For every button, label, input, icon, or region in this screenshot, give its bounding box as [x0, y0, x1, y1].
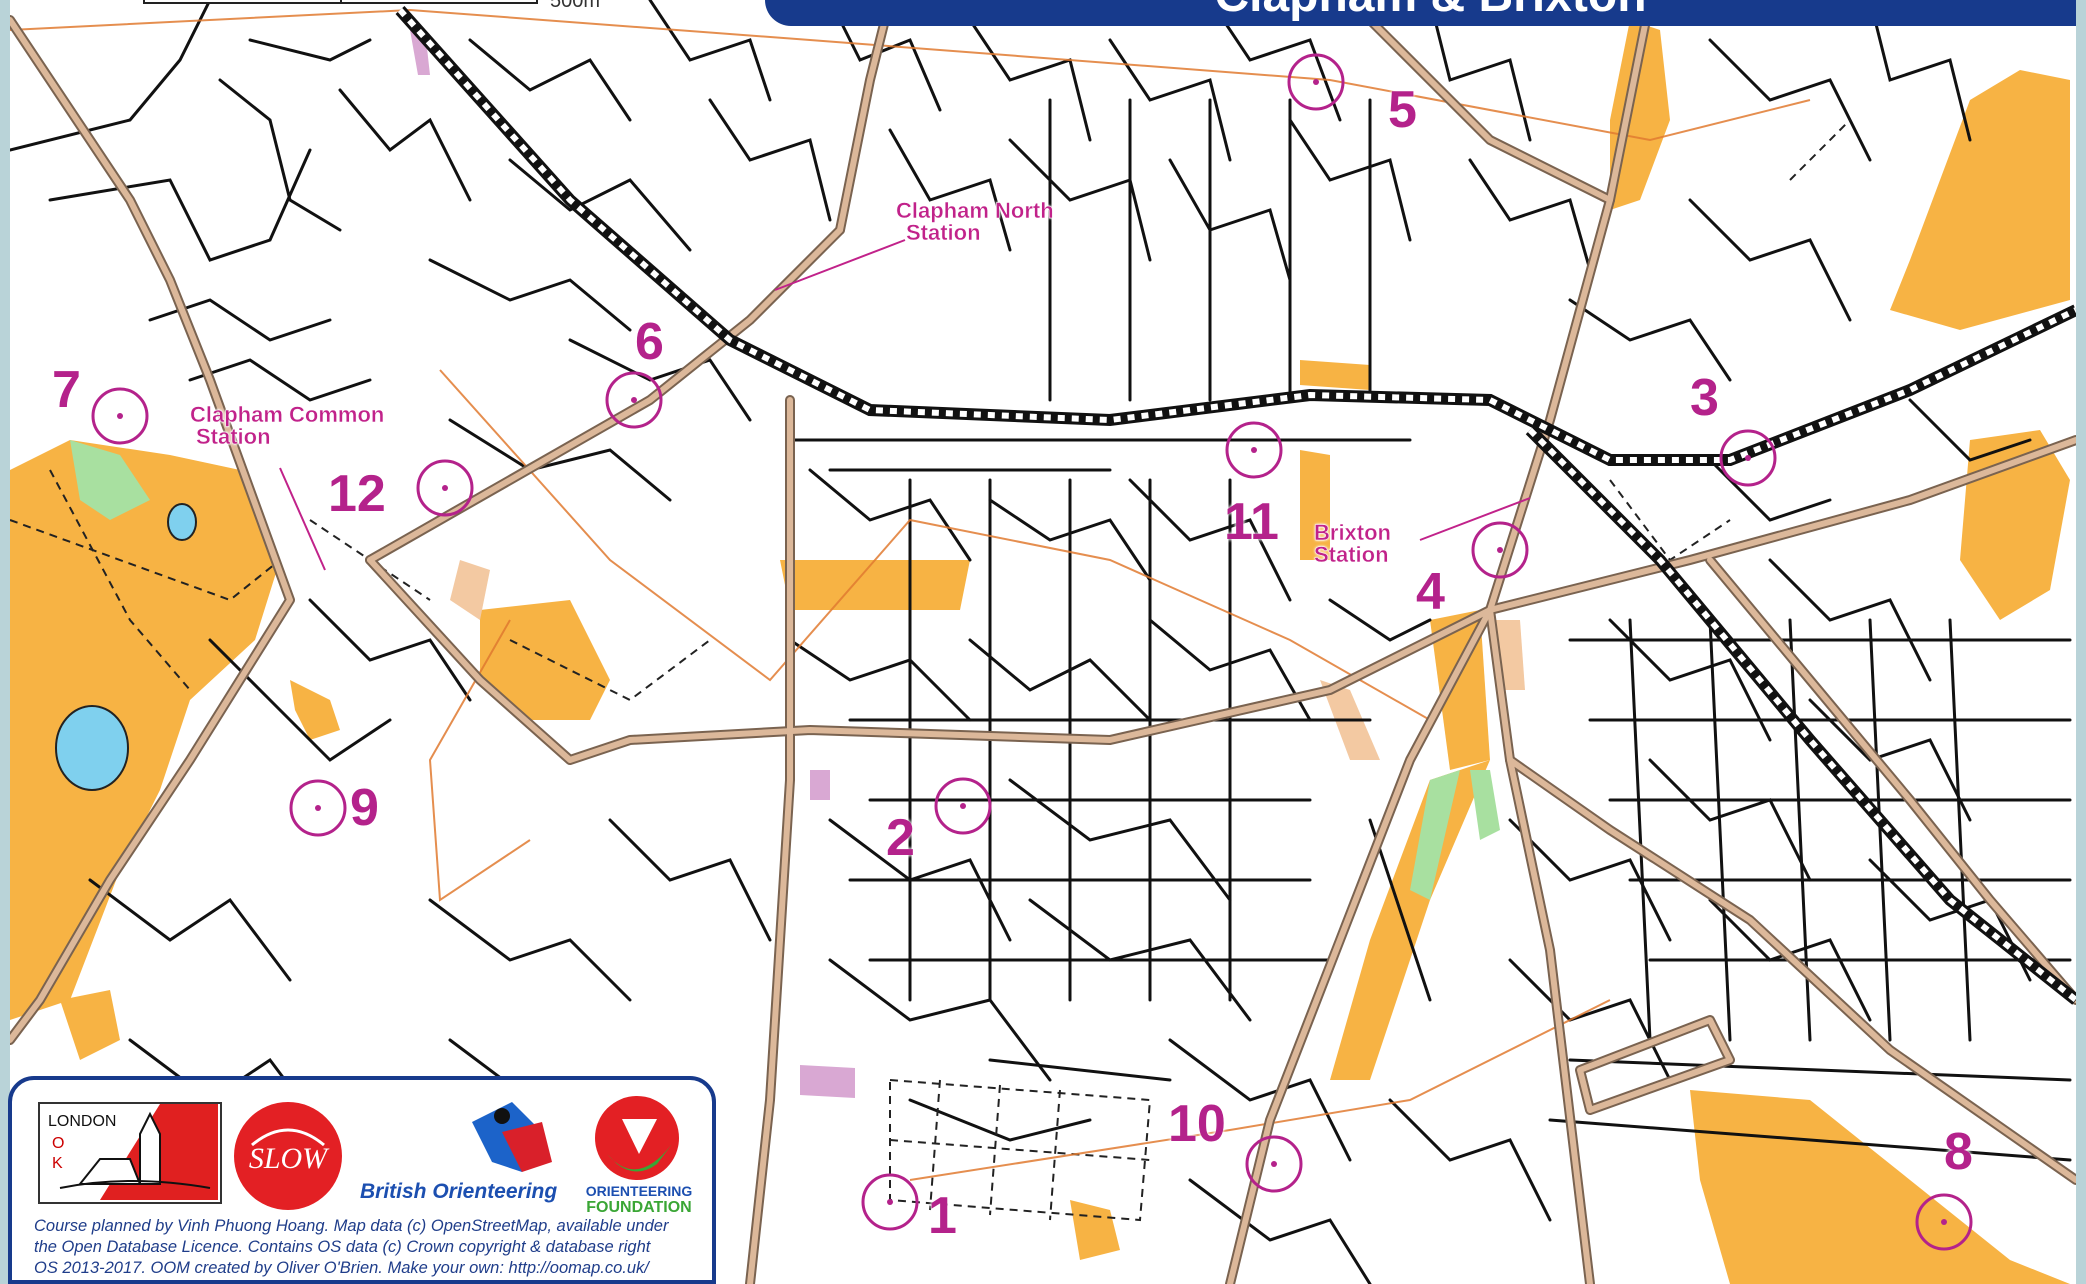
- control-dot-12: [442, 485, 448, 491]
- control-circle-5: [1287, 53, 1345, 111]
- control-number-7: 7: [52, 361, 81, 419]
- station-label-line: Clapham Common: [190, 402, 385, 427]
- london-ok-logo-line1: LONDON: [48, 1113, 116, 1130]
- control-dot-11: [1251, 447, 1257, 453]
- control-number-10: 10: [1168, 1095, 1226, 1153]
- control-number-2: 2: [886, 809, 915, 867]
- control-circle-10: [1245, 1135, 1303, 1193]
- control-dot-9: [315, 805, 321, 811]
- scale-bar: [143, 0, 538, 4]
- control-circle-7: [91, 387, 149, 445]
- london-ok-emblem: LONDON O K: [48, 1104, 218, 1200]
- credit-line: the Open Database Licence. Contains OS d…: [34, 1238, 651, 1256]
- credits-panel: LONDON O K SLOW British Orienteering O: [8, 1076, 716, 1284]
- station-label-brixton: Brixton Station: [1314, 520, 1391, 567]
- control-number-8: 8: [1944, 1123, 1973, 1181]
- london-ok-logo: LONDON O K: [38, 1102, 222, 1204]
- control-circle-2: [934, 777, 992, 835]
- credit-line: Course planned by Vinh Phuong Hoang. Map…: [34, 1217, 669, 1235]
- british-orienteering-logo: British Orienteering: [352, 1102, 572, 1208]
- footpaths: [10, 119, 1851, 1222]
- orienteering-map: [10, 0, 2076, 1284]
- control-circle-9: [289, 779, 347, 837]
- control-dot-6: [631, 397, 637, 403]
- control-circle-3: [1719, 429, 1777, 487]
- station-label-line: Brixton: [1314, 520, 1391, 545]
- of-logo-line2: FOUNDATION: [586, 1199, 691, 1214]
- scale-label: 500m: [550, 0, 601, 12]
- london-ok-logo-line2: O: [52, 1135, 64, 1152]
- station-label-line: Station: [906, 220, 981, 245]
- map-area[interactable]: 500m Clapham & Brixton Clapham North Sta…: [10, 0, 2076, 1284]
- station-label-line: Station: [1314, 542, 1389, 567]
- railways: [395, 5, 2076, 1005]
- control-number-11: 11: [1224, 493, 1279, 551]
- map-title: Clapham & Brixton: [1214, 0, 1646, 22]
- control-number-3: 3: [1690, 369, 1719, 427]
- control-dot-3: [1745, 455, 1751, 461]
- station-label-line: Clapham North: [896, 198, 1054, 223]
- station-label-clapham-common: Clapham Common Station: [190, 402, 385, 449]
- control-dot-1: [887, 1199, 893, 1205]
- control-number-4: 4: [1416, 563, 1445, 621]
- control-circle-1: [861, 1173, 919, 1231]
- slow-logo-text: SLOW: [249, 1142, 330, 1175]
- control-number-9: 9: [350, 779, 379, 837]
- british-orienteering-emblem: British Orienteering: [360, 1102, 557, 1203]
- slow-emblem: SLOW: [234, 1102, 342, 1210]
- major-roads: [10, 0, 2076, 1284]
- control-number-6: 6: [635, 313, 664, 371]
- control-dot-7: [117, 413, 123, 419]
- control-dot-8: [1941, 1219, 1947, 1225]
- control-dot-2: [960, 803, 966, 809]
- control-number-12: 12: [328, 465, 386, 523]
- control-circle-12: [416, 459, 474, 517]
- credit-line: OS 2013-2017. OOM created by Oliver O'Br…: [34, 1259, 649, 1277]
- of-logo-line1: ORIENTEERING: [586, 1183, 693, 1199]
- control-circle-4: [1471, 521, 1529, 579]
- control-dot-10: [1271, 1161, 1277, 1167]
- station-pointers: [279, 239, 1531, 571]
- control-circle-11: [1225, 421, 1283, 479]
- control-circles: [91, 53, 1973, 1251]
- orienteering-foundation-emblem: ORIENTEERING FOUNDATION: [586, 1096, 693, 1216]
- station-label-line: Station: [196, 424, 271, 449]
- control-circle-8: [1915, 1193, 1973, 1251]
- control-number-1: 1: [928, 1187, 957, 1245]
- map-credits: Course planned by Vinh Phuong Hoang. Map…: [34, 1216, 714, 1279]
- slow-logo: SLOW: [232, 1100, 344, 1212]
- orienteering-foundation-logo: ORIENTEERING FOUNDATION: [577, 1094, 707, 1216]
- station-label-clapham-north: Clapham North Station: [896, 198, 1054, 245]
- control-number-5: 5: [1388, 81, 1417, 139]
- course-leg: [10, 8, 1811, 1181]
- british-orienteering-text: British Orienteering: [360, 1180, 557, 1203]
- control-dot-4: [1497, 547, 1503, 553]
- london-ok-logo-line3: K: [52, 1155, 63, 1172]
- control-circle-6: [605, 371, 663, 429]
- control-dot-5: [1313, 79, 1319, 85]
- map-title-banner: Clapham & Brixton: [765, 0, 2076, 26]
